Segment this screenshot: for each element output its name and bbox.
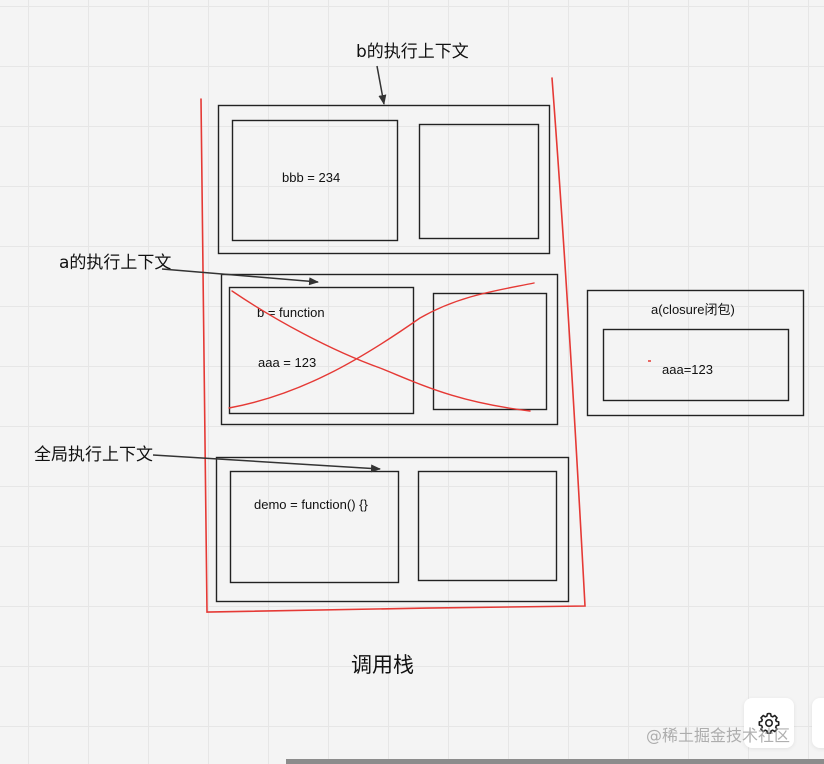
a-variable-box — [228, 286, 415, 415]
call-stack-title: 调用栈 — [351, 653, 414, 677]
call-stack-outline — [200, 77, 586, 613]
closure-title: a(closure闭包) — [651, 302, 735, 317]
global-variable-text: demo = function() {} — [254, 497, 368, 512]
a-scope-box — [432, 292, 548, 411]
a-context-frame: b = function aaa = 123 — [220, 273, 559, 426]
global-variable-box — [229, 470, 400, 584]
a-context-crossout-stroke — [231, 290, 531, 412]
b-scope-box — [418, 123, 540, 240]
b-context-arrow — [376, 65, 387, 105]
closure-inner-box — [602, 328, 790, 402]
a-context-arrow — [161, 268, 319, 286]
horizontal-scrollbar[interactable] — [286, 759, 824, 764]
b-variable-box — [231, 119, 399, 242]
settings-button[interactable] — [744, 698, 794, 748]
global-context-arrow — [152, 454, 381, 473]
side-panel-button[interactable] — [812, 698, 824, 748]
a-context-label: a的执行上下文 — [59, 253, 171, 273]
global-context-frame: demo = function() {} — [215, 456, 570, 603]
a-function-text: b = function — [257, 305, 325, 320]
b-context-label: b的执行上下文 — [356, 42, 469, 62]
a-context-crossout-stroke — [228, 282, 535, 409]
closure-variable-text: aaa=123 — [662, 362, 713, 377]
global-scope-box — [417, 470, 558, 582]
gear-icon — [758, 712, 780, 734]
watermark: @稀土掘金技术社区 — [646, 726, 791, 745]
b-context-frame: bbb = 234 — [217, 104, 551, 255]
global-context-label: 全局执行上下文 — [34, 445, 153, 465]
closure-box: a(closure闭包) aaa=123 — [586, 289, 805, 417]
a-variable-text: aaa = 123 — [258, 355, 316, 370]
b-variable-text: bbb = 234 — [282, 170, 340, 185]
